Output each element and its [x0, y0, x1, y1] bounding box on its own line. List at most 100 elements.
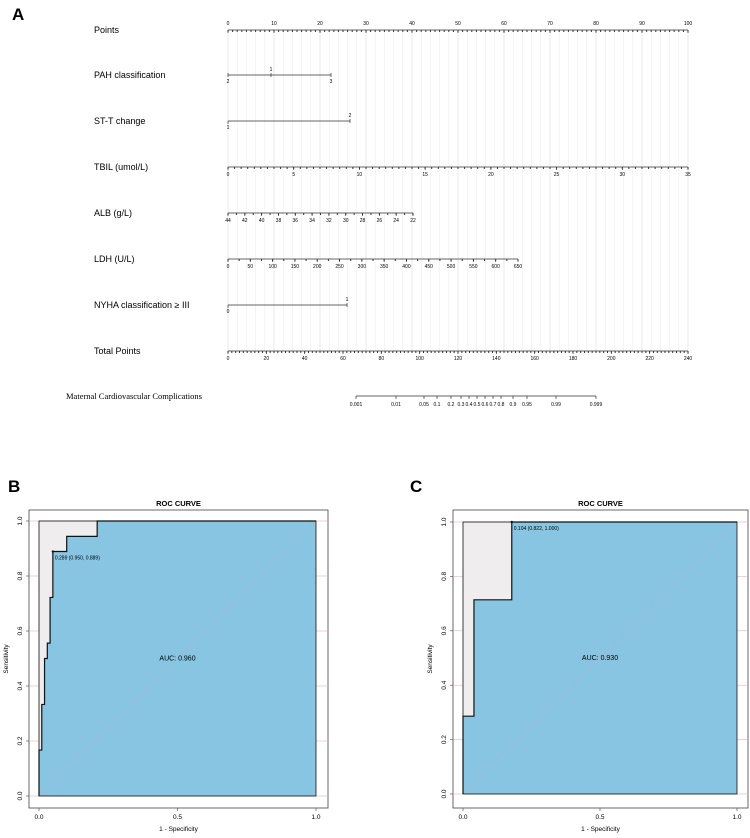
tick-label: 0.8	[498, 402, 505, 408]
tick-label: 180	[569, 356, 578, 362]
tick-label: 0	[227, 309, 230, 315]
tick-label: 0.6	[482, 402, 489, 408]
tick-label: 60	[340, 356, 346, 362]
x-tick-label: 1.0	[732, 814, 741, 821]
tick-label: 0.3	[458, 402, 465, 408]
tick-label: 350	[380, 264, 389, 270]
row-label: Total Points	[94, 346, 141, 356]
y-tick-label: 0.4	[441, 680, 448, 689]
tick-label: 0.99	[551, 402, 561, 408]
tick-label: 26	[377, 218, 383, 224]
tick-label: 0.01	[391, 402, 401, 408]
tick-label: 0	[227, 21, 230, 27]
tick-label: 0.05	[419, 402, 429, 408]
tick-label: 0.001	[350, 402, 363, 408]
tick-label: 0.95	[522, 402, 532, 408]
tick-label: 500	[447, 264, 456, 270]
row-label: ALB (g/L)	[94, 208, 132, 218]
tick-label: 240	[684, 356, 693, 362]
tick-label: 2	[227, 79, 230, 85]
unit-square	[38, 520, 317, 797]
tick-label: 1	[346, 297, 349, 303]
tick-label: 28	[360, 218, 366, 224]
tick-label: 40	[259, 218, 265, 224]
x-axis-label: 1 - Specificity	[581, 826, 620, 833]
tick-label: 50	[248, 264, 254, 270]
x-tick-label: 0.5	[595, 814, 604, 821]
tick-label: 600	[492, 264, 501, 270]
tick-label: 40	[409, 21, 415, 27]
tick-label: 30	[363, 21, 369, 27]
roc-curve	[38, 520, 316, 796]
tick-label: 100	[268, 264, 277, 270]
y-tick-label: 0.8	[17, 571, 24, 580]
x-tick-label: 0.5	[173, 814, 182, 821]
tick-label: 80	[379, 356, 385, 362]
row-label: LDH (U/L)	[94, 254, 135, 264]
x-tick-label: 0.0	[34, 814, 43, 821]
tick-label: 200	[313, 264, 322, 270]
reference-diagonal	[38, 520, 317, 797]
tick-label: 34	[309, 218, 315, 224]
y-tick-label: 0.0	[441, 789, 448, 798]
x-tick-label: 1.0	[311, 814, 320, 821]
tick-label: 80	[593, 21, 599, 27]
y-tick-label: 0.6	[441, 626, 448, 635]
tick-label: 0.1	[434, 402, 441, 408]
y-tick-label: 0.6	[17, 626, 24, 635]
tick-label: 450	[425, 264, 434, 270]
x-tick-label: 0.0	[458, 814, 467, 821]
panel-label-b: B	[8, 477, 20, 496]
tick-label: 140	[492, 356, 501, 362]
tick-label: 0.2	[448, 402, 455, 408]
row-label: Maternal Cardiovascular Complications	[66, 391, 202, 401]
chart-title: ROC CURVE	[578, 499, 623, 508]
y-tick-label: 0.0	[17, 791, 24, 800]
tick-label: 100	[684, 21, 693, 27]
tick-label: 70	[547, 21, 553, 27]
tick-label: 20	[317, 21, 323, 27]
y-tick-label: 0.2	[441, 735, 448, 744]
tick-label: 0	[227, 356, 230, 362]
tick-label: 24	[393, 218, 399, 224]
tick-label: 44	[225, 218, 231, 224]
cutoff-label: 0.289 (0.950, 0.889)	[55, 556, 100, 562]
y-tick-label: 0.4	[17, 681, 24, 690]
cutoff-point	[510, 520, 513, 524]
tick-label: 20	[488, 172, 494, 178]
tick-label: 30	[343, 218, 349, 224]
tick-label: 0.9	[510, 402, 517, 408]
tick-label: 100	[415, 356, 424, 362]
tick-label: 2	[349, 113, 352, 119]
tick-label: 25	[554, 172, 560, 178]
tick-label: 0.5	[474, 402, 481, 408]
tick-label: 0.4	[466, 402, 473, 408]
cutoff-point	[51, 550, 55, 553]
row-label: PAH classification	[94, 70, 165, 80]
y-tick-label: 0.2	[17, 736, 24, 745]
tick-label: 20	[264, 356, 270, 362]
tick-label: 200	[607, 356, 616, 362]
tick-label: 1	[270, 67, 273, 73]
tick-label: 5	[292, 172, 295, 178]
tick-label: 120	[454, 356, 463, 362]
plot-frame	[452, 509, 749, 809]
tick-label: 220	[645, 356, 654, 362]
row-label: TBIL (umol/L)	[94, 162, 148, 172]
tick-label: 300	[358, 264, 367, 270]
tick-label: 160	[530, 356, 539, 362]
auc-label: AUC: 0.960	[159, 656, 195, 663]
tick-label: 36	[292, 218, 298, 224]
y-tick-label: 0.8	[441, 572, 448, 581]
x-axis-label: 1 - Specificity	[159, 826, 198, 833]
tick-label: 0	[227, 172, 230, 178]
tick-label: 0.7	[490, 402, 497, 408]
y-tick-label: 1.0	[17, 516, 24, 525]
plot-frame	[28, 509, 329, 809]
tick-label: 60	[501, 21, 507, 27]
chart-title: ROC CURVE	[156, 499, 201, 508]
reference-diagonal	[462, 521, 738, 795]
tick-label: 40	[302, 356, 308, 362]
tick-label: 10	[271, 21, 277, 27]
